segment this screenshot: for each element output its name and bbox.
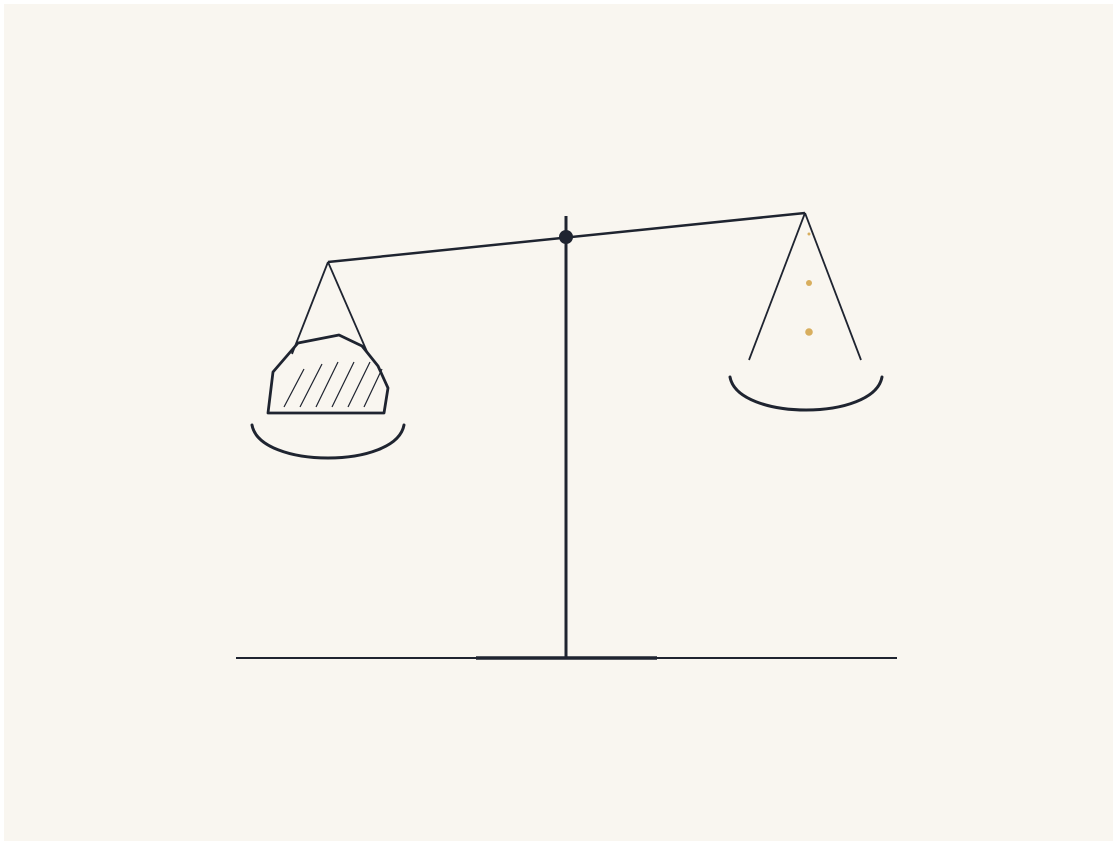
background-panel xyxy=(4,4,1113,841)
balance-scale-illustration xyxy=(4,4,1113,841)
illustration-frame xyxy=(4,4,1113,841)
pivot-point xyxy=(559,230,573,244)
